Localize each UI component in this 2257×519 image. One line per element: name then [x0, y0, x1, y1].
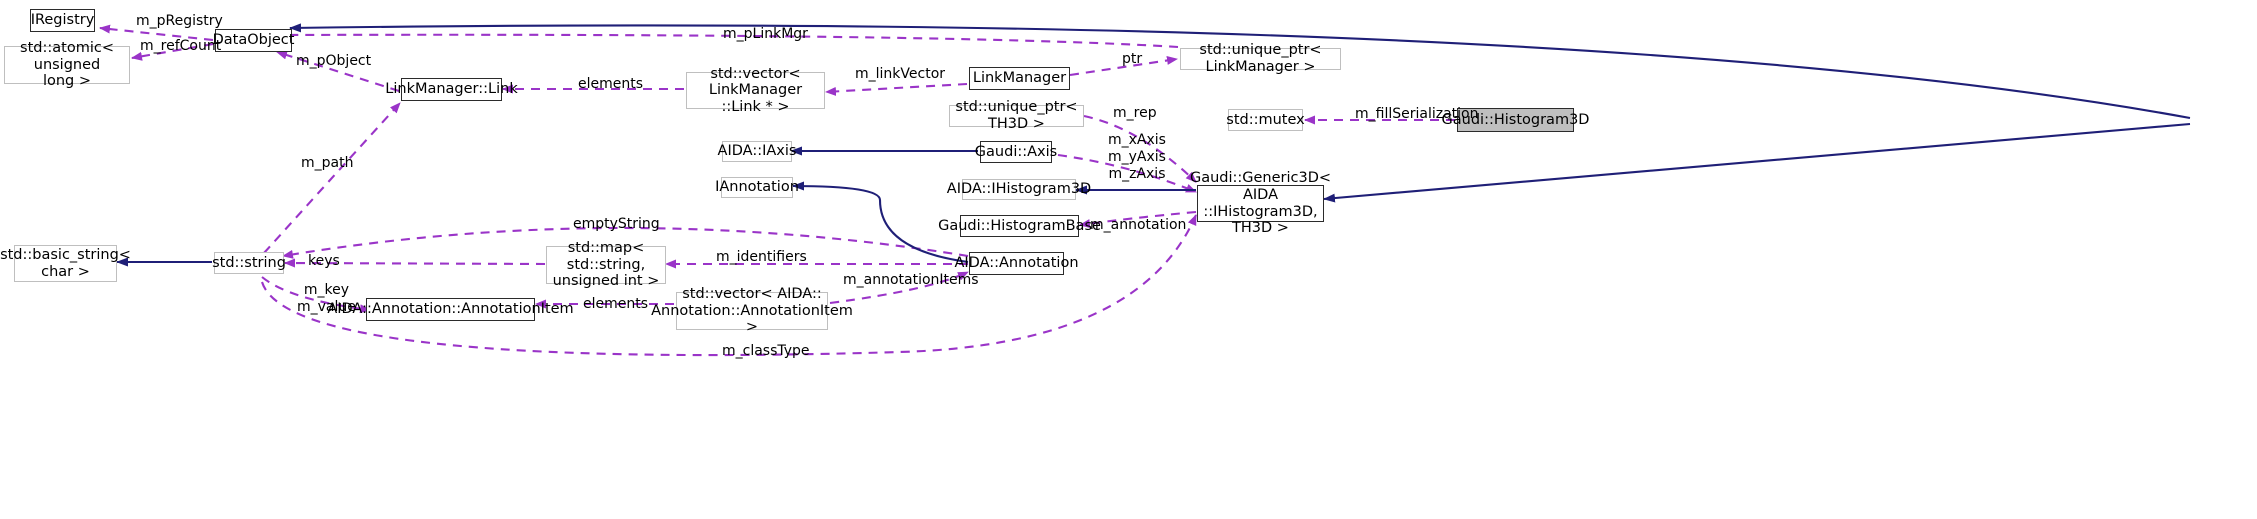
- edge-label-m_annotation: m_annotation: [1090, 217, 1187, 233]
- node-iannotation[interactable]: IAnnotation: [715, 177, 799, 198]
- node-std-string[interactable]: std::string: [212, 252, 286, 274]
- node-std-vector-linkmanager-link-ptr[interactable]: std::vector< LinkManager ::Link * >: [686, 66, 825, 115]
- node-std-vector-annotationitem[interactable]: std::vector< AIDA:: Annotation::Annotati…: [651, 286, 853, 336]
- node-iregistry[interactable]: IRegistry: [30, 9, 95, 32]
- edge-label-ptr: ptr: [1122, 51, 1143, 67]
- node-std-basic-string-char[interactable]: std::basic_string< char >: [0, 245, 131, 282]
- edge-label-m_linkVector: m_linkVector: [855, 66, 946, 82]
- edge-label-m_key-m_value: m_key m_value: [297, 282, 356, 315]
- node-linkmanager-link[interactable]: LinkManager::Link: [385, 78, 518, 101]
- node-linkmanager[interactable]: LinkManager: [969, 67, 1070, 90]
- edge-label-m_pObject: m_pObject: [296, 53, 372, 69]
- edge-inherit-generic3d: [1323, 122, 2191, 203]
- edge-label-m_rep: m_rep: [1113, 105, 1157, 121]
- edge-label-m_identifiers: m_identifiers: [716, 249, 807, 265]
- node-aida-annotation[interactable]: AIDA::Annotation: [954, 252, 1079, 275]
- node-std-map-string-unsigned-int[interactable]: std::map< std::string, unsigned int >: [546, 240, 666, 289]
- edge-label-m_fillSerialization: m_fillSerialization: [1355, 106, 1479, 122]
- edge-label-emptyString: emptyString: [573, 216, 660, 232]
- node-aida-ihistogram3d[interactable]: AIDA::IHistogram3D: [947, 179, 1091, 200]
- node-gaudi-generic3d[interactable]: Gaudi::Generic3D< AIDA ::IHistogram3D, T…: [1189, 170, 1332, 237]
- node-aida-iaxis[interactable]: AIDA::IAxis: [718, 141, 796, 162]
- edge-label-keys: keys: [308, 253, 340, 269]
- node-gaudi-histogrambase[interactable]: Gaudi::HistogramBase: [938, 215, 1101, 237]
- edge-label-elements-link: elements: [578, 76, 644, 92]
- node-std-unique-ptr-linkmanager[interactable]: std::unique_ptr< LinkManager >: [1180, 42, 1341, 75]
- node-aida-annotation-annotationitem[interactable]: AIDA::Annotation::AnnotationItem: [327, 298, 574, 321]
- node-std-unique-ptr-th3d[interactable]: std::unique_ptr< TH3D >: [949, 99, 1084, 132]
- edge-label-m_refCount: m_refCount: [140, 38, 222, 54]
- edge-label-m_path: m_path: [301, 155, 354, 171]
- node-std-mutex[interactable]: std::mutex: [1226, 109, 1305, 131]
- edge-label-elements-item: elements: [583, 296, 649, 312]
- edge-label-m_pRegistry: m_pRegistry: [136, 13, 223, 29]
- edge-m_path: [263, 102, 401, 254]
- edge-m_linkVector: [825, 82, 968, 96]
- node-dataobject[interactable]: DataObject: [213, 29, 294, 52]
- node-gaudi-axis[interactable]: Gaudi::Axis: [975, 141, 1057, 163]
- node-std-atomic-unsigned-long[interactable]: std::atomic< unsigned long >: [4, 40, 130, 89]
- edge-label-m_pLinkMgr: m_pLinkMgr: [723, 26, 808, 42]
- edge-label-m_classType: m_classType: [722, 343, 810, 359]
- edge-label-m_annotationItems: m_annotationItems: [843, 272, 979, 288]
- edge-label-m_axes: m_xAxis m_yAxis m_zAxis: [1108, 132, 1166, 182]
